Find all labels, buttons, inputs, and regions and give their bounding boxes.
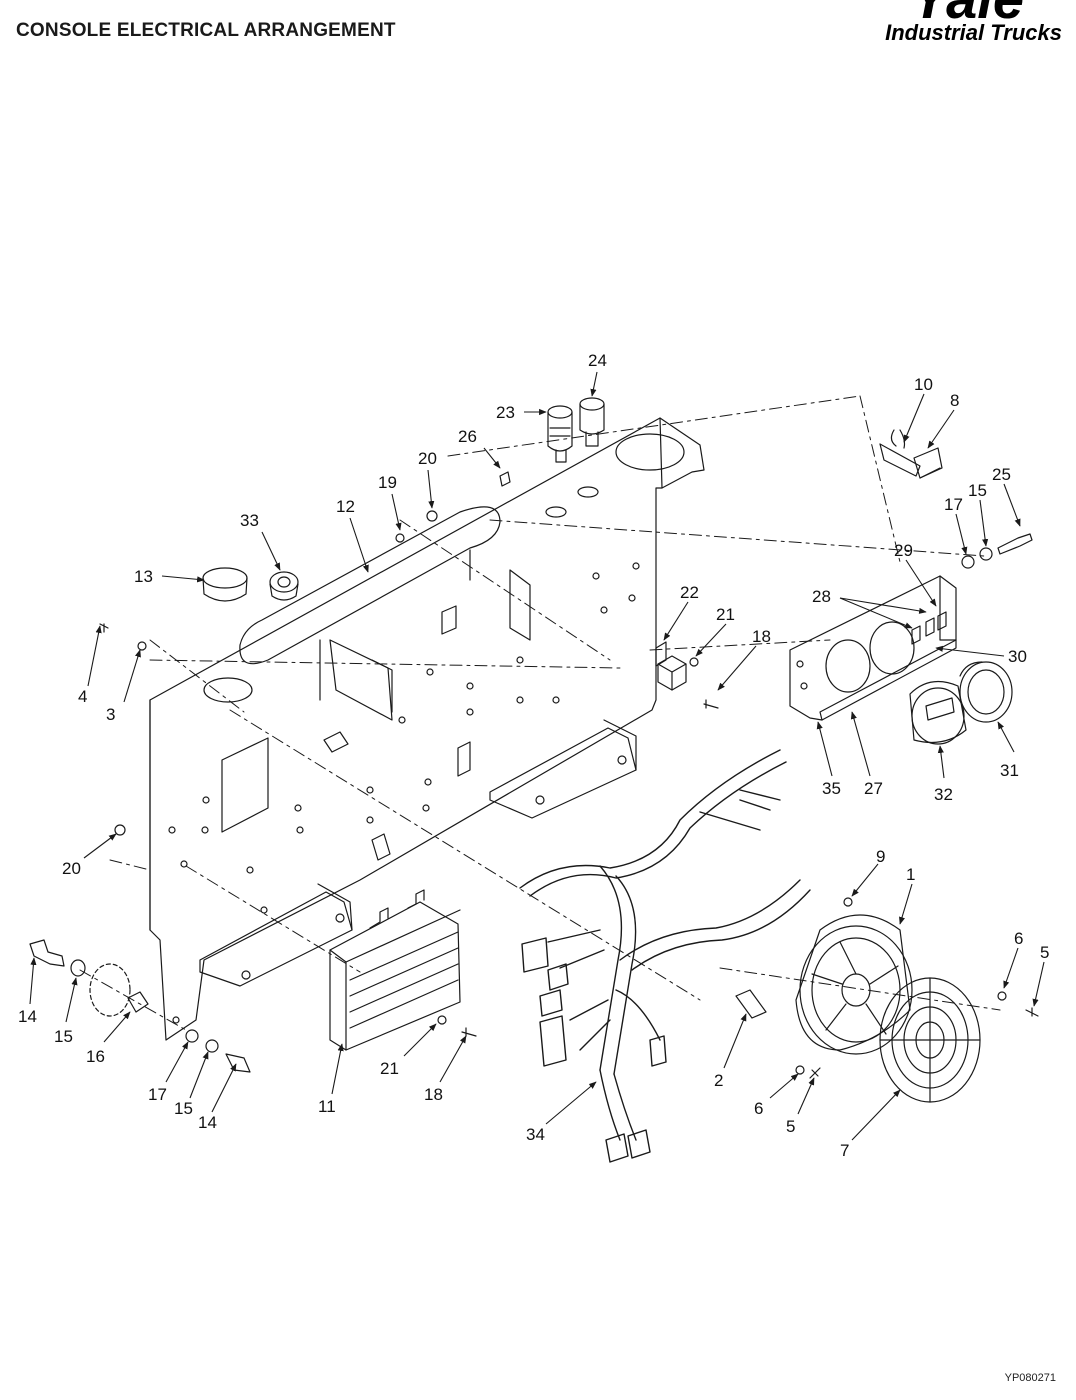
callout-35: 35 [822, 779, 841, 798]
callout-27: 27 [864, 779, 883, 798]
callout-8: 8 [950, 391, 959, 410]
callout-15: 15 [968, 481, 987, 500]
callout-15c: 15 [174, 1099, 193, 1118]
grommet-20b [114, 824, 126, 836]
gauge [959, 661, 1013, 723]
push-button [579, 397, 605, 447]
callout-21: 21 [716, 605, 735, 624]
key-switch [547, 405, 573, 463]
callout-21b: 21 [380, 1059, 399, 1078]
callout-18: 18 [752, 627, 771, 646]
gauge-panel [789, 575, 957, 721]
callout-12: 12 [336, 497, 355, 516]
callout-20: 20 [418, 449, 437, 468]
callout-6: 6 [1014, 929, 1023, 948]
callout-18b: 18 [424, 1085, 443, 1104]
callout-20b: 20 [62, 859, 81, 878]
callout-17b: 17 [148, 1085, 167, 1104]
control-module [329, 889, 461, 1051]
callout-14b: 14 [198, 1113, 217, 1132]
hourmeter [909, 680, 967, 745]
spacer [735, 989, 767, 1019]
callout-25: 25 [992, 465, 1011, 484]
callout-4: 4 [78, 687, 87, 706]
wiring-harness [519, 749, 811, 1163]
callout-34: 34 [526, 1125, 545, 1144]
callout-29: 29 [894, 541, 913, 560]
callout-11: 11 [318, 1097, 336, 1116]
callout-32: 32 [934, 785, 953, 804]
alignment-lines [79, 395, 1001, 1031]
callout-5b: 5 [786, 1117, 795, 1136]
page-title: CONSOLE ELECTRICAL ARRANGEMENT [16, 20, 396, 41]
callout-23: 23 [496, 403, 515, 422]
grommet-20 [426, 510, 438, 522]
toggle-switch [879, 429, 943, 479]
callout-31: 31 [1000, 761, 1019, 780]
callout-30: 30 [1008, 647, 1027, 666]
callout-17: 17 [944, 495, 963, 514]
logo-mark: Yale [911, 0, 1024, 31]
brand-logo: Yale Industrial Trucks [852, 0, 1062, 46]
callout-14: 14 [18, 1007, 37, 1026]
callout-28: 28 [812, 587, 831, 606]
cooling-fan [795, 914, 913, 1055]
callout-9: 9 [876, 847, 885, 866]
nut-19 [395, 533, 405, 543]
callout-1: 1 [906, 865, 915, 884]
callout-26: 26 [458, 427, 477, 446]
fan-guard [879, 977, 981, 1103]
callout-22: 22 [680, 583, 699, 602]
callout-16: 16 [86, 1047, 105, 1066]
callout-24: 24 [588, 351, 607, 370]
callout-33: 33 [240, 511, 259, 530]
document-code: YP080271 [1004, 1372, 1056, 1384]
callout-19: 19 [378, 473, 397, 492]
callout-2: 2 [714, 1071, 723, 1090]
relay [655, 641, 687, 691]
console-panel [149, 417, 705, 1041]
plug-cap [202, 567, 248, 602]
callout-6b: 6 [754, 1099, 763, 1118]
callout-3: 3 [106, 705, 115, 724]
clip-26 [499, 471, 511, 487]
callout-7: 7 [840, 1141, 849, 1160]
logo-text: Industrial Trucks [885, 20, 1062, 45]
callout-15b: 15 [54, 1027, 73, 1046]
callout-5: 5 [1040, 943, 1049, 962]
callout-13: 13 [134, 567, 153, 586]
grommet-33 [269, 571, 299, 601]
callout-10: 10 [914, 375, 933, 394]
